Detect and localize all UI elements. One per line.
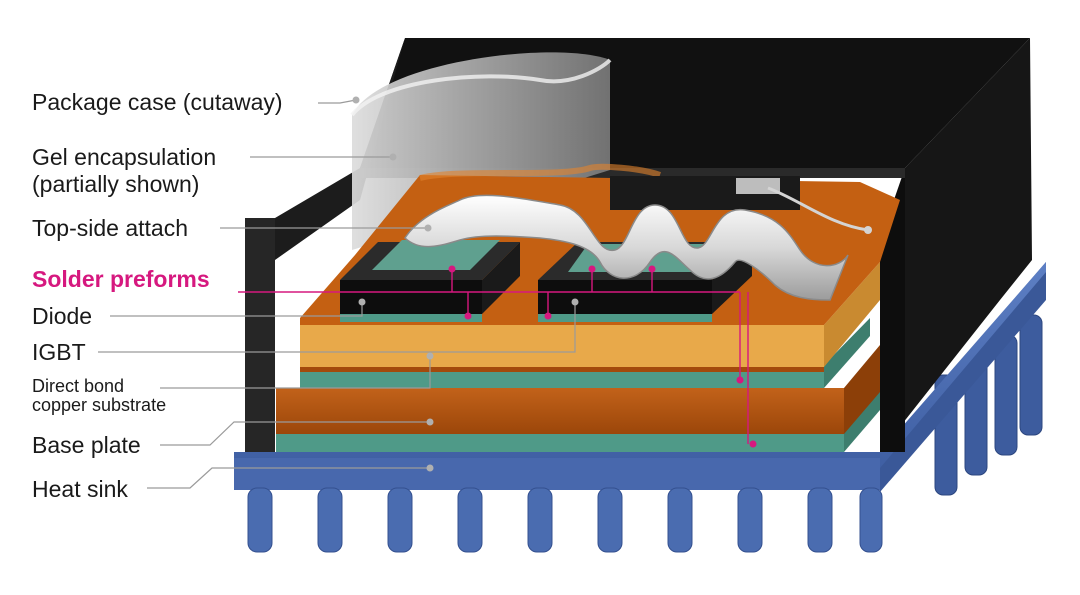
heat-sink-fins-back bbox=[934, 314, 1043, 496]
leader-dots bbox=[352, 96, 579, 472]
label-heat-sink: Heat sink bbox=[32, 476, 128, 502]
solder-preform-dots bbox=[448, 265, 757, 448]
diode-die bbox=[340, 240, 520, 322]
top-side-attach-ribbon bbox=[404, 186, 872, 301]
heat-sink-base bbox=[234, 458, 880, 490]
case-left-face bbox=[245, 218, 275, 452]
label-dbc-line1: Direct bond bbox=[32, 376, 125, 396]
label-top-side-attach: Top-side attach bbox=[32, 215, 188, 241]
leader-diode bbox=[110, 302, 363, 317]
label-gel-encapsulation-line1: Gel encapsulation bbox=[32, 144, 217, 170]
leader-base-plate bbox=[160, 421, 430, 446]
solder-preform-leaders bbox=[238, 269, 749, 444]
leader-dbc bbox=[160, 356, 431, 389]
heat-sink-fins-front bbox=[247, 487, 883, 553]
leader-igbt bbox=[98, 302, 576, 353]
base-plate bbox=[276, 345, 880, 452]
leader-lines bbox=[98, 99, 576, 489]
label-igbt: IGBT bbox=[32, 339, 86, 365]
case-right-wall bbox=[880, 38, 1032, 452]
label-base-plate: Base plate bbox=[32, 432, 141, 458]
heat-sink bbox=[234, 262, 1046, 553]
label-gel-encapsulation-line2: (partially shown) bbox=[32, 171, 200, 197]
label-solder-preforms: Solder preforms bbox=[32, 266, 210, 292]
label-dbc-line2: copper substrate bbox=[32, 395, 167, 415]
leader-package-case bbox=[318, 99, 357, 104]
label-package-case: Package case (cutaway) bbox=[32, 89, 283, 115]
leader-heat-sink bbox=[147, 467, 430, 489]
back-components bbox=[610, 176, 800, 210]
label-diode: Diode bbox=[32, 303, 93, 329]
